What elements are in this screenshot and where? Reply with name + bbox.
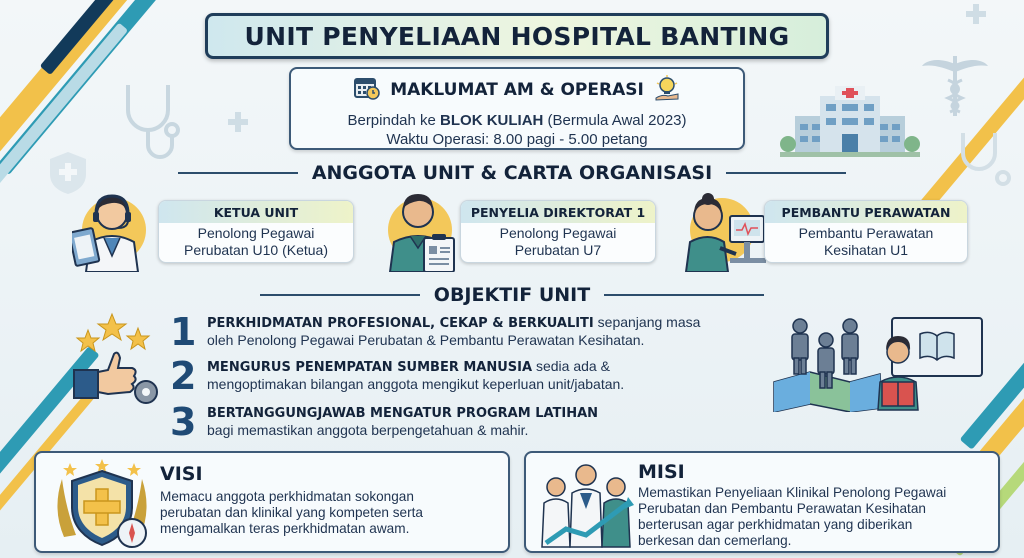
objective-number: 2 xyxy=(170,354,197,398)
mission-line: berkesan dan cemerlang. xyxy=(638,533,792,548)
objective-text: MENGURUS PENEMPATAN SUMBER MANUSIA sedia… xyxy=(207,358,624,393)
member-role: PENYELIA DIREKTORAT 1 xyxy=(461,201,655,223)
member-title-line2: Perubatan U10 (Ketua) xyxy=(184,242,328,258)
objective-line2: bagi memastikan anggota berpengetahuan &… xyxy=(207,422,529,438)
objective-line2: oleh Penolong Pegawai Perubatan & Pemban… xyxy=(207,332,645,348)
shield-compass-icon xyxy=(50,459,154,555)
objective-line2: mengoptimakan bilangan anggota mengikut … xyxy=(207,376,625,392)
info-location: Berpindah ke BLOK KULIAH (Bermula Awal 2… xyxy=(291,111,743,130)
member-card-pembantu: PEMBANTU PERAWATAN Pembantu Perawatan Ke… xyxy=(764,200,968,263)
vision-box: VISI Memacu anggota perkhidmatan sokonga… xyxy=(34,451,510,553)
objectives-heading: OBJEKTIF UNIT xyxy=(433,284,591,306)
objective-item: 1 PERKHIDMATAN PROFESIONAL, CEKAP & BERK… xyxy=(170,310,770,354)
thumbs-up-stars-icon xyxy=(68,312,168,416)
objective-text: BERTANGGUNGJAWAB MENGATUR PROGRAM LATIHA… xyxy=(207,404,598,439)
shield-icon xyxy=(48,150,88,200)
info-location-suffix: (Bermula Awal 2023) xyxy=(543,112,687,129)
objectives-section-heading: OBJEKTIF UNIT xyxy=(170,282,854,308)
caduceus-icon xyxy=(920,50,990,124)
hospital-building-icon xyxy=(780,78,920,162)
divider xyxy=(259,294,420,296)
plus-icon xyxy=(228,112,248,132)
vision-line: mengamalkan teras perkhidmatan awam. xyxy=(160,521,410,536)
info-box: MAKLUMAT AM & OPERASI Berpindah ke BLOK … xyxy=(289,67,745,150)
objective-item: 3 BERTANGGUNGJAWAB MENGATUR PROGRAM LATI… xyxy=(170,400,770,444)
medical-team-growth-icon xyxy=(536,457,636,557)
page-title-banner: UNIT PENYELIAAN HOSPITAL BANTING xyxy=(205,13,829,59)
mission-line: Memastikan Penyeliaan Klinikal Penolong … xyxy=(638,485,947,500)
calendar-clock-icon xyxy=(354,76,380,104)
member-role: KETUA UNIT xyxy=(159,201,353,223)
objective-bold: PERKHIDMATAN PROFESIONAL, CEKAP & BERKUA… xyxy=(207,316,594,331)
mission-line: berterusan agar perkhidmatan yang diberi… xyxy=(638,517,913,532)
vision-line: Memacu anggota perkhidmatan sokongan xyxy=(160,489,414,504)
member-title-line2: Perubatan U7 xyxy=(514,242,602,258)
workforce-training-illustration xyxy=(770,312,990,416)
member-title-line1: Penolong Pegawai xyxy=(499,225,617,241)
objective-number: 3 xyxy=(170,400,197,444)
divider xyxy=(726,172,847,174)
objective-text: PERKHIDMATAN PROFESIONAL, CEKAP & BERKUA… xyxy=(207,314,700,349)
objective-bold: MENGURUS PENEMPATAN SUMBER MANUSIA xyxy=(207,360,533,375)
members-section-heading: ANGGOTA UNIT & CARTA ORGANISASI xyxy=(70,160,954,186)
member-title-line1: Pembantu Perawatan xyxy=(798,225,934,241)
page-title: UNIT PENYELIAAN HOSPITAL BANTING xyxy=(244,21,790,51)
mission-heading: MISI xyxy=(638,461,685,483)
plus-icon xyxy=(966,4,986,24)
objective-item: 2 MENGURUS PENEMPATAN SUMBER MANUSIA sed… xyxy=(170,354,770,398)
lightbulb-hand-icon xyxy=(654,75,680,105)
objective-rest: sepanjang masa xyxy=(593,314,701,330)
medical-officer-clipboard-icon xyxy=(378,184,460,276)
vision-heading: VISI xyxy=(160,463,203,485)
mission-line: Perubatan dan Pembantu Perawatan Kesihat… xyxy=(638,501,926,516)
divider xyxy=(604,294,765,296)
member-card-penyelia: PENYELIA DIREKTORAT 1 Penolong Pegawai P… xyxy=(460,200,656,263)
member-title-line1: Penolong Pegawai xyxy=(197,225,315,241)
info-location-prefix: Berpindah ke xyxy=(347,112,441,129)
mission-box: MISI Memastikan Penyeliaan Klinikal Peno… xyxy=(524,451,1000,553)
info-location-bold: BLOK KULIAH xyxy=(440,112,544,129)
vision-line: perubatan dan klinikal yang kompeten ser… xyxy=(160,505,423,520)
member-title-line2: Kesihatan U1 xyxy=(823,242,909,258)
info-hours: Waktu Operasi: 8.00 pagi - 5.00 petang xyxy=(386,131,648,148)
objective-number: 1 xyxy=(170,310,197,354)
stethoscope-icon xyxy=(118,80,188,164)
member-role: PEMBANTU PERAWATAN xyxy=(765,201,967,223)
members-heading: ANGGOTA UNIT & CARTA ORGANISASI xyxy=(311,162,713,184)
stethoscope-icon xyxy=(955,128,1015,202)
objective-rest: sedia ada & xyxy=(532,358,610,374)
objective-bold: BERTANGGUNGJAWAB MENGATUR PROGRAM LATIHA… xyxy=(207,406,599,421)
member-card-ketua-unit: KETUA UNIT Penolong Pegawai Perubatan U1… xyxy=(158,200,354,263)
info-heading: MAKLUMAT AM & OPERASI xyxy=(390,80,644,100)
divider xyxy=(177,172,298,174)
nurse-monitor-icon xyxy=(680,186,770,276)
doctor-headset-icon xyxy=(68,186,152,276)
